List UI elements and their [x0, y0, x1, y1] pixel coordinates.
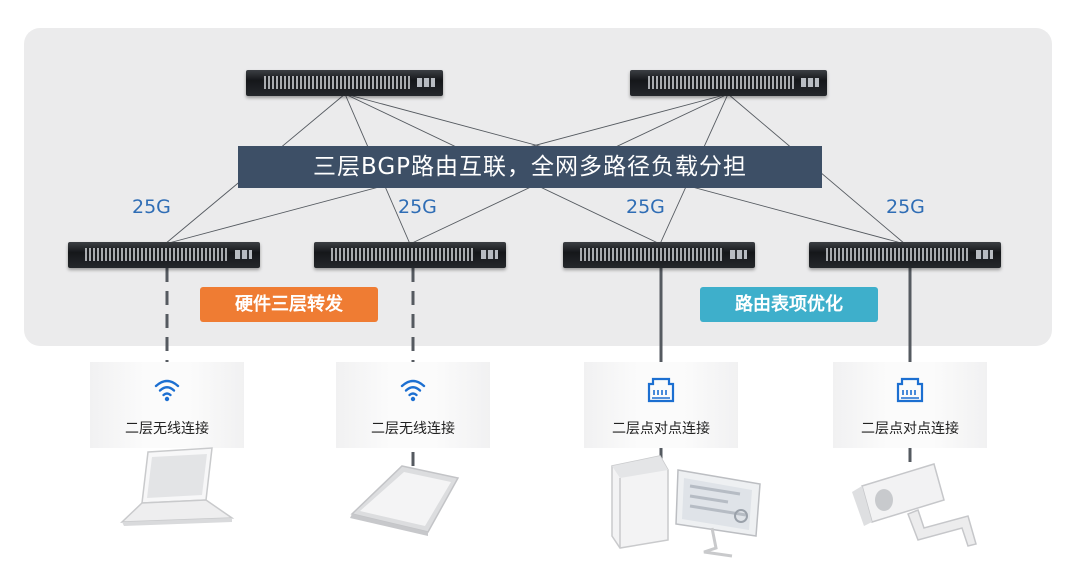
card-label: 二层无线连接 [371, 421, 455, 437]
leaf-switch-3 [563, 242, 755, 268]
speed-label-2: 25G [398, 196, 437, 218]
card-label: 二层无线连接 [125, 421, 209, 437]
card-label: 二层点对点连接 [612, 421, 710, 437]
ethernet-port-icon [896, 377, 924, 403]
speed-label-1: 25G [132, 196, 171, 218]
leaf-switch-4 [809, 242, 1001, 268]
access-card-wireless-2: 二层无线连接 [336, 362, 490, 448]
card-label: 二层点对点连接 [861, 421, 959, 437]
wifi-icon [154, 379, 180, 402]
wifi-icon [400, 379, 426, 402]
surveillance-camera-device [852, 463, 977, 547]
speed-label-4: 25G [886, 196, 925, 218]
access-card-wireless-1: 二层无线连接 [90, 362, 244, 448]
route-optimization-tag: 路由表项优化 [700, 287, 878, 322]
desktop-pc-device [611, 455, 761, 558]
smartphone-device [350, 465, 460, 536]
spine-switch-2 [630, 70, 827, 96]
spine-switch-1 [246, 70, 443, 96]
ethernet-port-icon [647, 377, 675, 403]
leaf-switch-1 [68, 242, 260, 268]
speed-label-3: 25G [626, 196, 665, 218]
access-card-wired-1: 二层点对点连接 [584, 362, 738, 448]
access-card-wired-2: 二层点对点连接 [833, 362, 987, 448]
laptop-device [120, 447, 235, 526]
leaf-switch-2 [314, 242, 506, 268]
hardware-forwarding-tag: 硬件三层转发 [200, 287, 378, 322]
bgp-banner: 三层BGP路由互联，全网多路径负载分担 [238, 146, 822, 188]
